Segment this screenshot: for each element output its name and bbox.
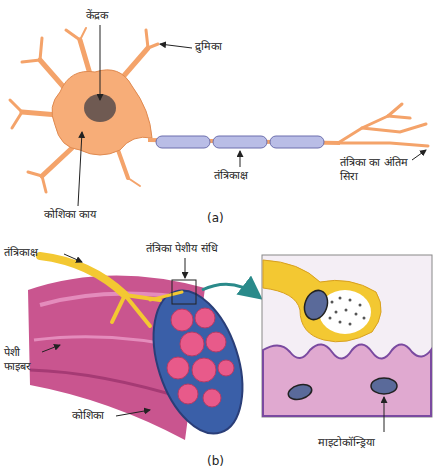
leader-lines: [42, 254, 185, 416]
vesicles: [329, 297, 366, 326]
inset-frame: [262, 255, 432, 417]
nerve-terminal: [263, 260, 381, 342]
dendrite-label: द्रुमिका: [195, 40, 222, 54]
leader-lines: [78, 25, 426, 206]
leader-line: [384, 397, 385, 432]
mitochondria-label: माइटोकॉन्ड्रिया: [318, 436, 375, 450]
myofibrils: [167, 308, 234, 407]
figure-letter: (a): [207, 211, 224, 226]
axon-label: तंत्रिकाक्ष: [4, 246, 38, 260]
zoom-box: [172, 280, 196, 304]
junction-label: तंत्रिका पेशीय संधि: [146, 242, 218, 256]
myelin-sheath: [156, 136, 324, 148]
cell-body-label: कोशिका काय: [44, 208, 97, 222]
mitochondria: [287, 287, 397, 402]
nerve-ending-label: तंत्रिका का अंतिम सिरा: [340, 156, 414, 184]
zoom-arrow: [202, 284, 258, 296]
muscle-fiber-label: पेशी फाइबर: [4, 346, 44, 374]
nucleus-label: केंद्रक: [86, 9, 108, 23]
fiber-cross-section: [137, 279, 259, 444]
axon-label: तंत्रिकाक्ष: [214, 169, 248, 183]
axon-terminals: [338, 104, 428, 146]
muscle-membrane: [263, 344, 431, 416]
cell-label: कोशिका: [72, 409, 104, 423]
cell-body: [52, 70, 152, 155]
dendrites: [10, 28, 158, 192]
motor-axon: [40, 256, 182, 326]
figure-letter: (b): [207, 454, 224, 469]
